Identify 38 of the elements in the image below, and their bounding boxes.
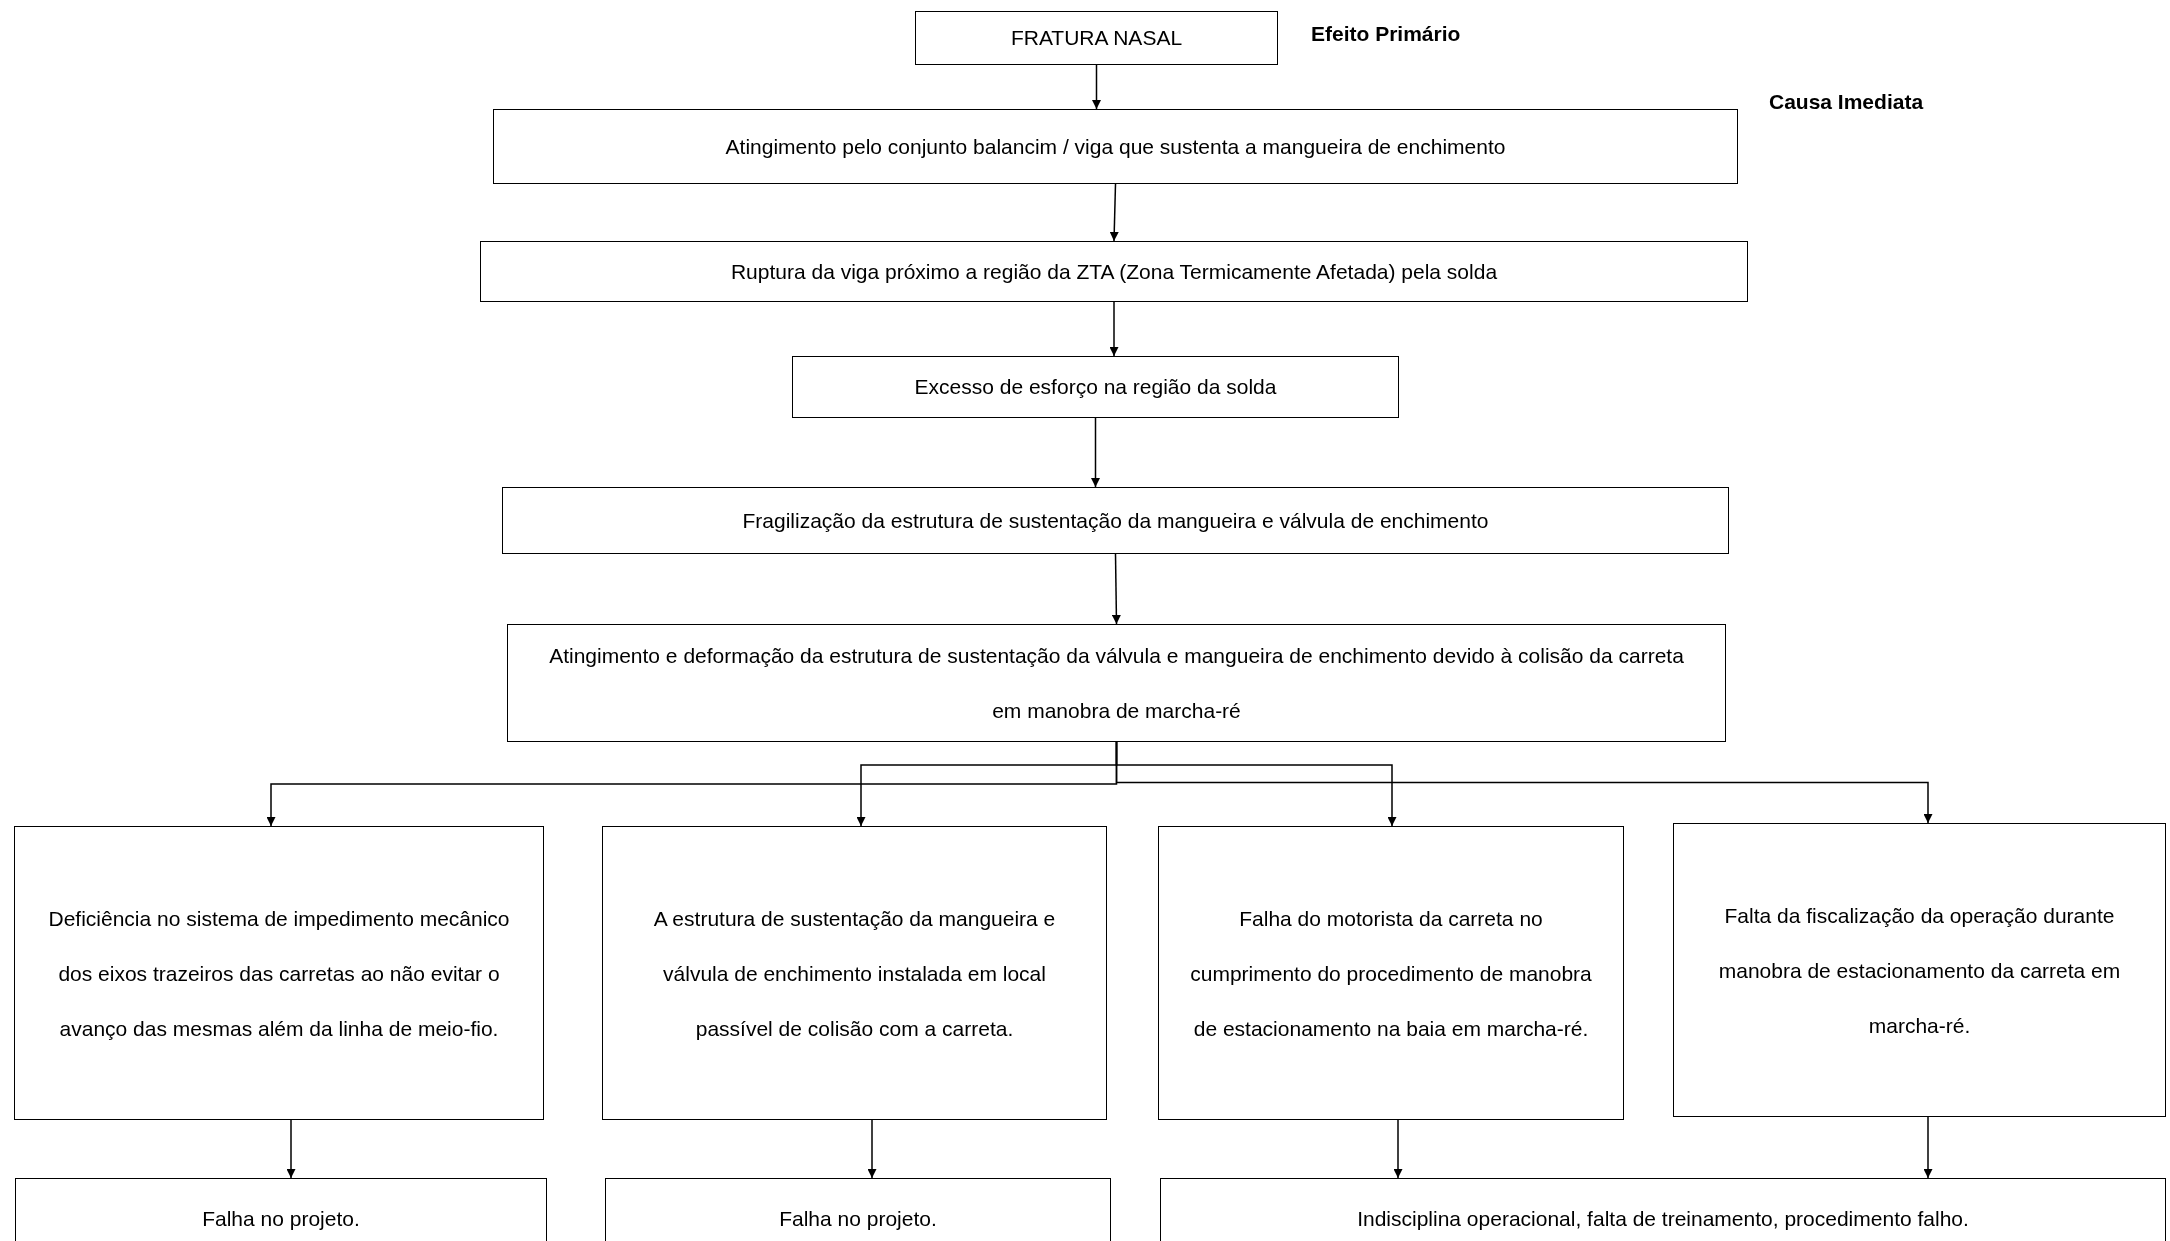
process-box: [915, 11, 1278, 65]
box-text: FRATURA NASAL: [1010, 26, 1183, 50]
arrow: [1092, 64, 1101, 110]
process-box: [1158, 826, 1624, 1120]
arrow: [1393, 1119, 1403, 1179]
process-box: [602, 826, 1107, 1120]
box-text: Deficiência no sistema de impedimento mecânico dos eixos trazeiros das carretas ao não evitar o avanço das mesmas além da linha de meio-fio.: [47, 905, 511, 1042]
process-box: [14, 826, 544, 1120]
box-text: Ruptura da viga próximo a região da ZTA (Zona Termicamente Afetada) pela solda: [730, 259, 1498, 284]
box-text: Atingimento e deformação da estrutura de sustentação da válvula e mangueira de enchimento devido à colisão da carreta em manobra de marcha-ré: [548, 643, 1685, 724]
arrow: [1923, 1116, 1933, 1179]
box-text: A estrutura de sustentação da mangueira e válvula de enchimento instalada em local passível de colisão com a carreta.: [652, 905, 1057, 1042]
process-box: [1673, 823, 2166, 1117]
box-text: Falha do motorista da carreta no cumprimento do procedimento de manobra de estacionamento na baia em marcha-ré.: [1189, 905, 1593, 1042]
process-box: [605, 1178, 1111, 1241]
arrow: [286, 1119, 296, 1179]
heading-label: Causa Imediata: [1769, 90, 1924, 114]
box-text: Indisciplina operacional, falta de treinamento, procedimento falho.: [1357, 1206, 1969, 1232]
arrow: [867, 1119, 877, 1179]
arrow: [1109, 301, 1119, 357]
box-text: Falha no projeto.: [779, 1206, 937, 1232]
box-text: Atingimento pelo conjunto balancim / viga que sustenta a mangueira de enchimento: [725, 134, 1506, 159]
arrow: [1091, 417, 1100, 488]
process-box: [480, 241, 1748, 302]
process-box: [15, 1178, 547, 1241]
heading-label: Efeito Primário: [1311, 22, 1461, 46]
box-text: Excesso de esforço na região da solda: [914, 375, 1277, 399]
box-text: Fragilização da estrutura de sustentação da mangueira e válvula de enchimento: [742, 508, 1489, 533]
process-box: [507, 624, 1726, 742]
process-box: [502, 487, 1729, 554]
process-box: [493, 109, 1738, 184]
box-text: Falha no projeto.: [202, 1206, 360, 1232]
process-box: [1160, 1178, 2166, 1241]
arrow: [1115, 741, 1933, 824]
arrow: [1109, 183, 1119, 242]
process-box: [792, 356, 1399, 418]
arrow: [1111, 553, 1121, 625]
box-text: Falta da fiscalização da operação durante manobra de estacionamento da carreta em marcha-ré.: [1717, 902, 2122, 1039]
